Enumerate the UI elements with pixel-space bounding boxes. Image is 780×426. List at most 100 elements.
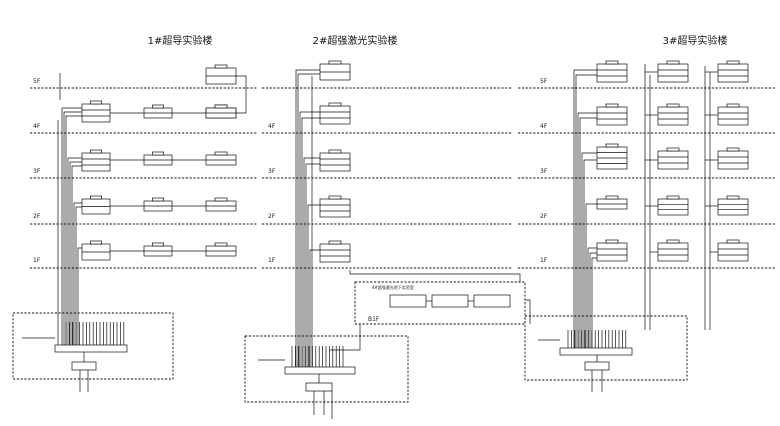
cable-run	[61, 107, 82, 345]
equipment-box	[319, 243, 351, 263]
equipment-cap	[726, 195, 740, 200]
floor-label: 5F	[33, 78, 41, 85]
cable-run	[591, 257, 597, 348]
floor-label: 3F	[33, 168, 41, 175]
equipment-cap	[726, 147, 740, 152]
equipment-boxes	[81, 60, 749, 263]
equipment-box	[319, 198, 351, 218]
equipment-cap	[90, 149, 102, 154]
floor-label: 1F	[33, 257, 41, 264]
equipment-cap	[328, 240, 342, 245]
cable-run	[307, 204, 320, 367]
equipment-cap	[328, 102, 342, 107]
basement-equipment	[431, 294, 469, 308]
cable-run	[577, 112, 597, 348]
floor-label: 2F	[540, 213, 548, 220]
equipment-box	[657, 150, 689, 170]
cable-run	[525, 299, 531, 324]
equipment-box	[657, 63, 689, 83]
equipment-cap	[152, 242, 164, 247]
floor-label: 1F	[268, 257, 276, 264]
cable-run	[305, 163, 320, 367]
equipment-cap	[214, 242, 228, 247]
cable-run	[63, 111, 82, 345]
building-1-equipment-room	[12, 312, 174, 380]
equipment-box	[717, 150, 749, 170]
cable-run	[299, 111, 320, 367]
cable-run	[309, 249, 320, 367]
floor-label: 4F	[540, 123, 548, 130]
equipment-box	[81, 152, 111, 172]
equipment-box	[717, 106, 749, 126]
equipment-box	[657, 242, 689, 262]
building-1-core-switch	[54, 344, 128, 353]
cable-run	[583, 159, 597, 348]
basement-lab-area	[354, 281, 526, 325]
equipment-cap	[214, 64, 228, 69]
floor-label: 1F	[540, 257, 548, 264]
equipment-cap	[666, 195, 680, 200]
cable-run	[297, 73, 320, 367]
equipment-cap	[328, 149, 342, 154]
cable-run	[69, 161, 82, 345]
basement-floor-label: B1F	[368, 316, 380, 323]
equipment-cap	[666, 60, 680, 65]
equipment-box	[717, 198, 749, 216]
cable-run	[585, 203, 597, 348]
cable-run	[73, 202, 82, 345]
equipment-box	[657, 198, 689, 216]
basement-equipment	[389, 294, 427, 308]
equipment-cap	[214, 151, 228, 156]
cable-run	[349, 270, 521, 282]
equipment-box	[81, 103, 111, 123]
equipment-cap	[605, 195, 619, 200]
floor-label: 4F	[33, 123, 41, 130]
building-1-title: 1#超导实验楼	[148, 34, 213, 47]
building-3-server-cabinet	[584, 361, 610, 371]
basement-equipment	[473, 294, 511, 308]
floor-label: 3F	[268, 168, 276, 175]
cable-run	[303, 157, 320, 367]
equipment-cap	[666, 239, 680, 244]
floor-labels-building-3: 5F 4F 3F 2F 1F	[540, 78, 548, 264]
equipment-cap	[328, 195, 342, 200]
cable-run	[71, 165, 82, 345]
equipment-box	[717, 242, 749, 262]
floor-labels-building-2: 4F 3F 2F 1F	[268, 123, 276, 264]
cable-run	[589, 252, 597, 348]
equipment-cap	[605, 60, 619, 65]
equipment-box	[319, 105, 351, 125]
equipment-box	[596, 242, 628, 262]
equipment-cap	[214, 197, 228, 202]
cable-run	[575, 74, 597, 348]
equipment-cap	[726, 239, 740, 244]
equipment-cap	[605, 239, 619, 244]
equipment-cap	[90, 100, 102, 105]
floor-label: 2F	[33, 213, 41, 220]
equipment-cap	[214, 104, 228, 109]
building-2-core-switch	[284, 366, 356, 375]
equipment-cap	[90, 240, 102, 245]
equipment-cap	[152, 151, 164, 156]
equipment-box	[319, 152, 351, 172]
cable-run	[301, 117, 320, 367]
equipment-cap	[666, 103, 680, 108]
equipment-cap	[90, 195, 102, 200]
equipment-box	[657, 106, 689, 126]
equipment-box	[596, 63, 628, 83]
equipment-cap	[152, 197, 164, 202]
building-3-title: 3#超导实验楼	[663, 34, 728, 47]
floor-label: 5F	[540, 78, 548, 85]
cable-run	[579, 117, 597, 348]
cable-run	[75, 206, 82, 345]
floor-label: 3F	[540, 168, 548, 175]
cable-run	[295, 69, 320, 367]
floor-label: 2F	[268, 213, 276, 220]
equipment-cap	[328, 60, 342, 65]
cable-run	[77, 247, 82, 345]
cable-run	[581, 152, 597, 348]
cable-run	[65, 115, 82, 345]
equipment-cap	[152, 104, 164, 109]
cable-run	[236, 75, 247, 114]
